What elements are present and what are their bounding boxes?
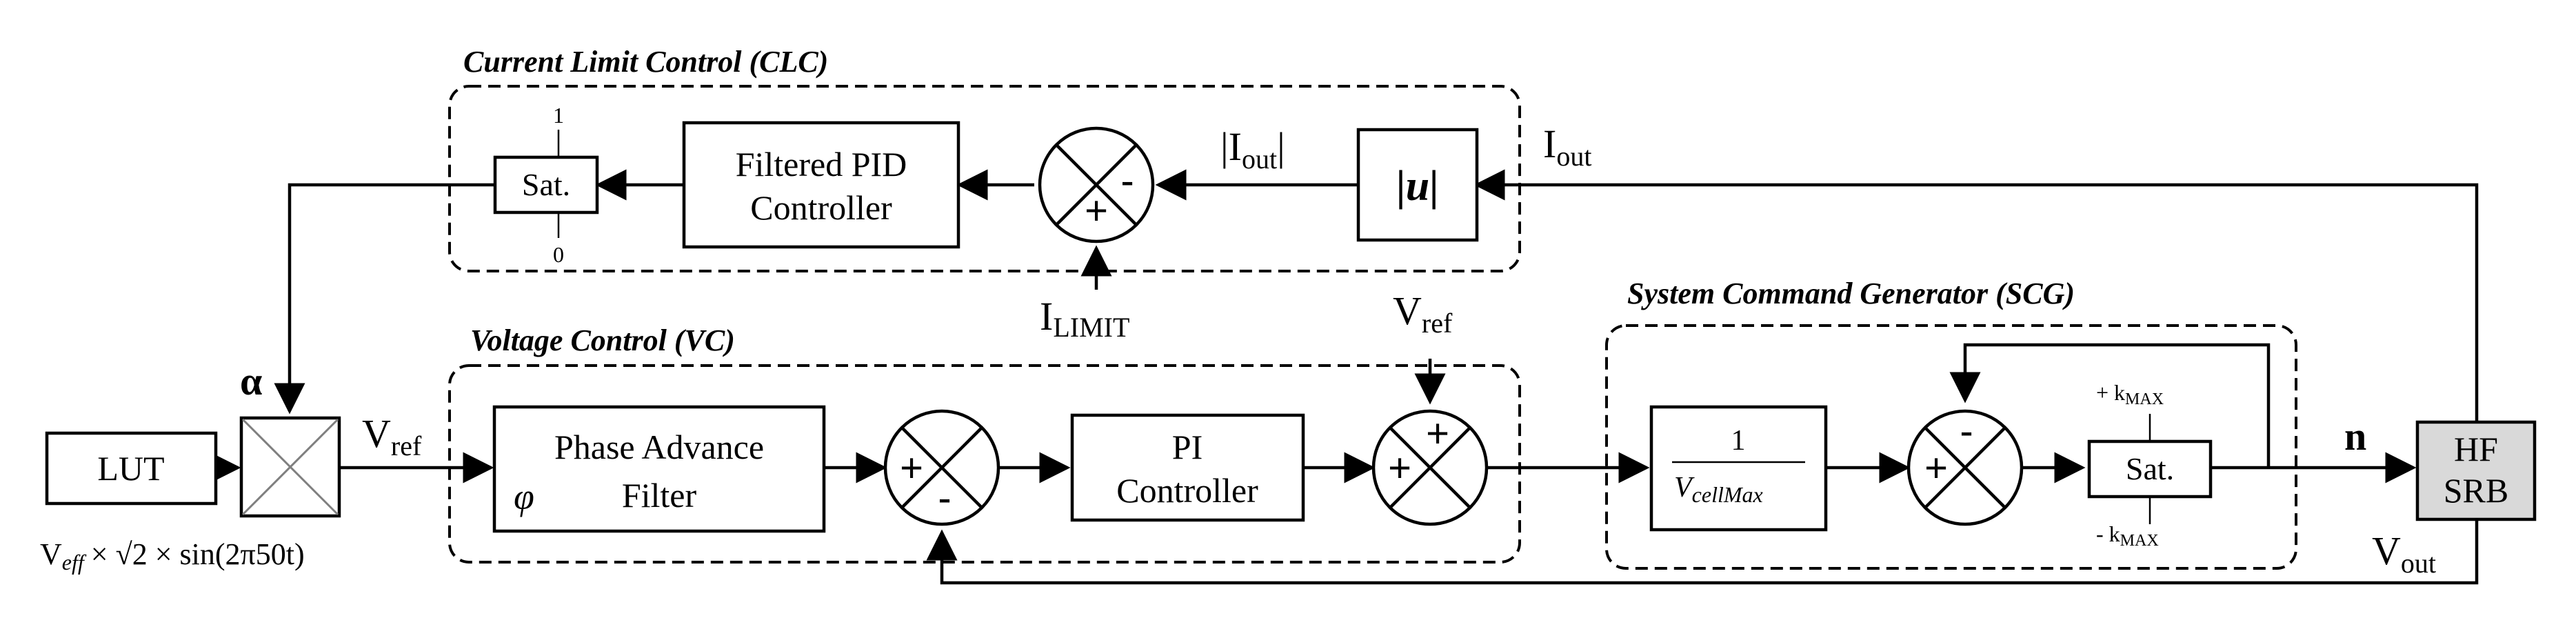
alpha-label: α [240, 359, 262, 403]
abs-block [1356, 128, 1479, 242]
abs-iout-label: |Iout| [1220, 124, 1285, 175]
iout-label: Iout [1543, 121, 1591, 172]
phase-advance-block [492, 405, 826, 533]
wire-vout-feedback [926, 519, 2479, 585]
scg-sum-top-sign: - [1960, 409, 1973, 454]
gain-denominator: VcellMax [1674, 472, 1763, 507]
sat1-bottom-label: 0 [553, 242, 564, 267]
scg-summing-junction: - + [1906, 409, 2024, 526]
plant-label-line2: SRB [2444, 471, 2509, 510]
vc-group-box [448, 364, 1521, 564]
ilimit-label: ILIMIT [1040, 294, 1129, 343]
sat2-bottom-label: - kMAX [2096, 521, 2159, 550]
vc-sum1-left-sign: + [900, 446, 923, 490]
vref-label: Vref [362, 411, 422, 461]
scg-group-title: System Command Generator (SCG) [1627, 277, 2075, 310]
wire-sat1-mult [274, 183, 494, 415]
gain-block [1649, 405, 1828, 532]
vc-summing-junction-1: + - [883, 409, 1000, 526]
vout-label: Vout [2372, 528, 2436, 579]
pi-block [1070, 413, 1305, 522]
sat1-block [493, 155, 599, 215]
clc-sum-bottom-sign: + [1085, 188, 1108, 233]
scg-group-box [1605, 324, 2297, 570]
lut-label: LUT [97, 449, 164, 488]
phase-label-line2: Filter [622, 476, 697, 515]
wire-iout-feedback [1473, 169, 2479, 422]
abs-label: |u| [1396, 163, 1439, 210]
clc-summing-junction: + - [1038, 126, 1155, 243]
pid-label-line2: Controller [750, 188, 892, 227]
sat2-label: Sat. [2126, 451, 2174, 486]
wire-sat2-feedback [1949, 343, 2271, 468]
phase-symbol: φ [514, 476, 534, 517]
clc-group-title: Current Limit Control (CLC) [463, 45, 828, 79]
plant-label-line1: HF [2454, 430, 2498, 468]
n-label: n [2344, 414, 2366, 459]
vc-sum1-bottom-sign: - [938, 476, 951, 521]
plant-block [2415, 420, 2537, 521]
sat1-top-label: 1 [553, 103, 564, 128]
vc-sum2-left-sign: + [1388, 446, 1411, 490]
gain-numerator: 1 [1731, 425, 1746, 457]
scg-sum-left-sign: + [1924, 446, 1948, 490]
multiplier-cross-b [241, 418, 339, 516]
vref2-label: Vref [1393, 288, 1453, 339]
clc-sum-right-sign: - [1120, 159, 1134, 203]
phase-label-line1: Phase Advance [554, 428, 764, 466]
pi-label-line2: Controller [1116, 471, 1258, 510]
lut-block [45, 431, 218, 506]
input-formula: Veff× √2 × sin(2π50t) [40, 537, 305, 575]
vc-summing-junction-2: + + [1371, 409, 1489, 526]
vc-group-title: Voltage Control (VC) [470, 323, 735, 357]
vc-sum2-top-sign: + [1426, 411, 1449, 456]
pi-label-line1: PI [1172, 428, 1203, 466]
pid-block [682, 121, 960, 249]
pid-label-line1: Filtered PID [736, 145, 907, 183]
sat1-label: Sat. [522, 167, 570, 202]
sat2-top-label: + kMAX [2096, 380, 2164, 408]
